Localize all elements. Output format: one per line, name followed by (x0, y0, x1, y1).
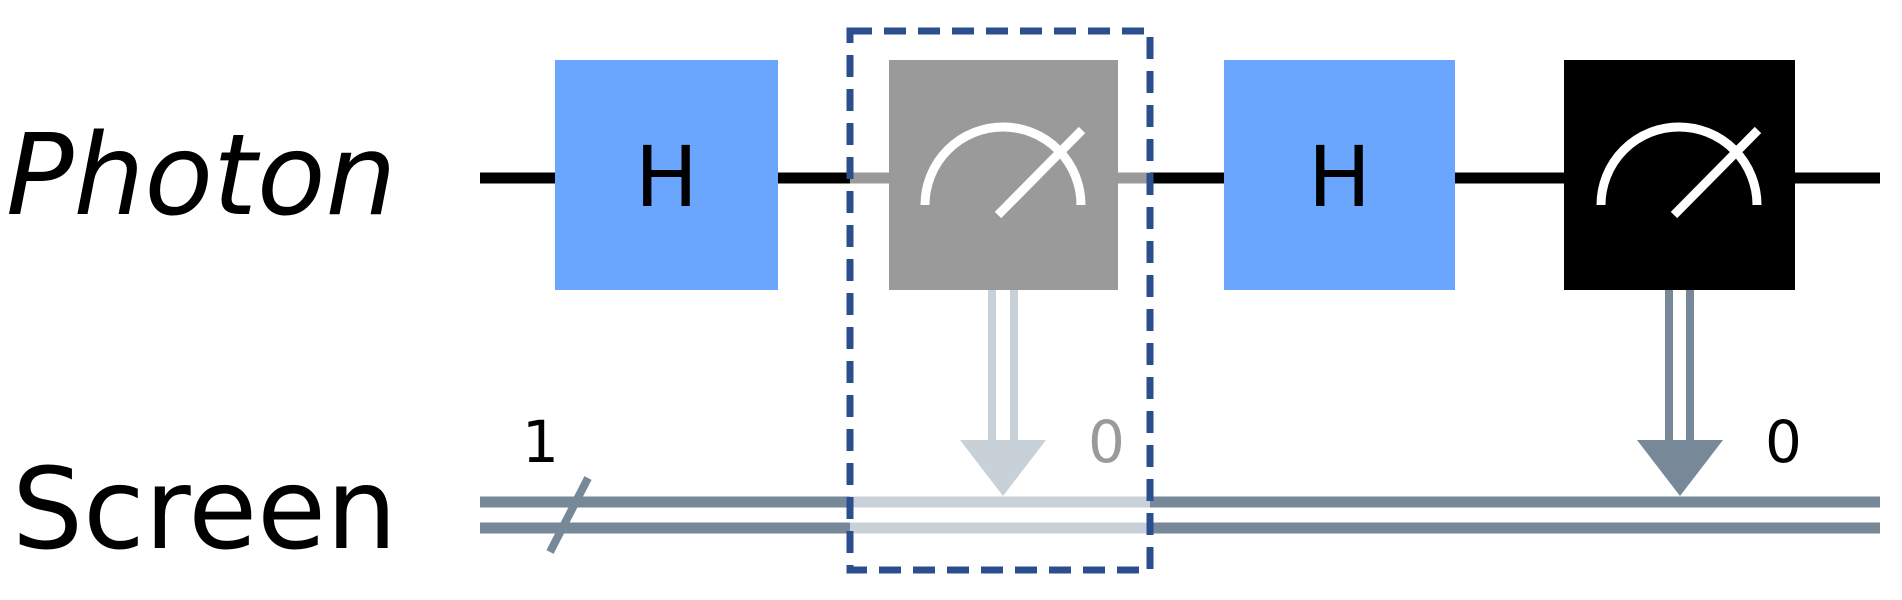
hadamard-gate[interactable]: H (1224, 60, 1455, 290)
measure-gate-box (1564, 60, 1795, 290)
measure-gate[interactable]: 0 (1564, 60, 1802, 496)
measure-gate-faded[interactable]: 0 (889, 60, 1125, 496)
classical-wire-label: Screen (12, 445, 397, 575)
measure-target-bit-label: 0 (1765, 408, 1802, 476)
register-width-slash (546, 476, 592, 554)
meter-arc-icon (1596, 122, 1762, 206)
quantum-wire-label: Photon (6, 111, 396, 241)
meter-needle-icon (994, 126, 1086, 219)
hadamard-gate-label: H (1308, 128, 1371, 226)
measure-target-bit-label: 0 (1088, 408, 1125, 476)
hadamard-gate-box (555, 60, 778, 290)
highlight-frame (846, 27, 1154, 574)
meter-arc-icon (920, 122, 1086, 206)
hadamard-gate-box (1224, 60, 1455, 290)
measure-gate-box (889, 60, 1118, 290)
measure-arrow-head (1637, 440, 1723, 496)
meter-needle-icon (1670, 126, 1762, 219)
register-width-label: 1 (522, 408, 559, 476)
hadamard-gate-label: H (635, 128, 698, 226)
hadamard-gate[interactable]: H (555, 60, 778, 290)
measure-arrow-head (960, 440, 1046, 496)
